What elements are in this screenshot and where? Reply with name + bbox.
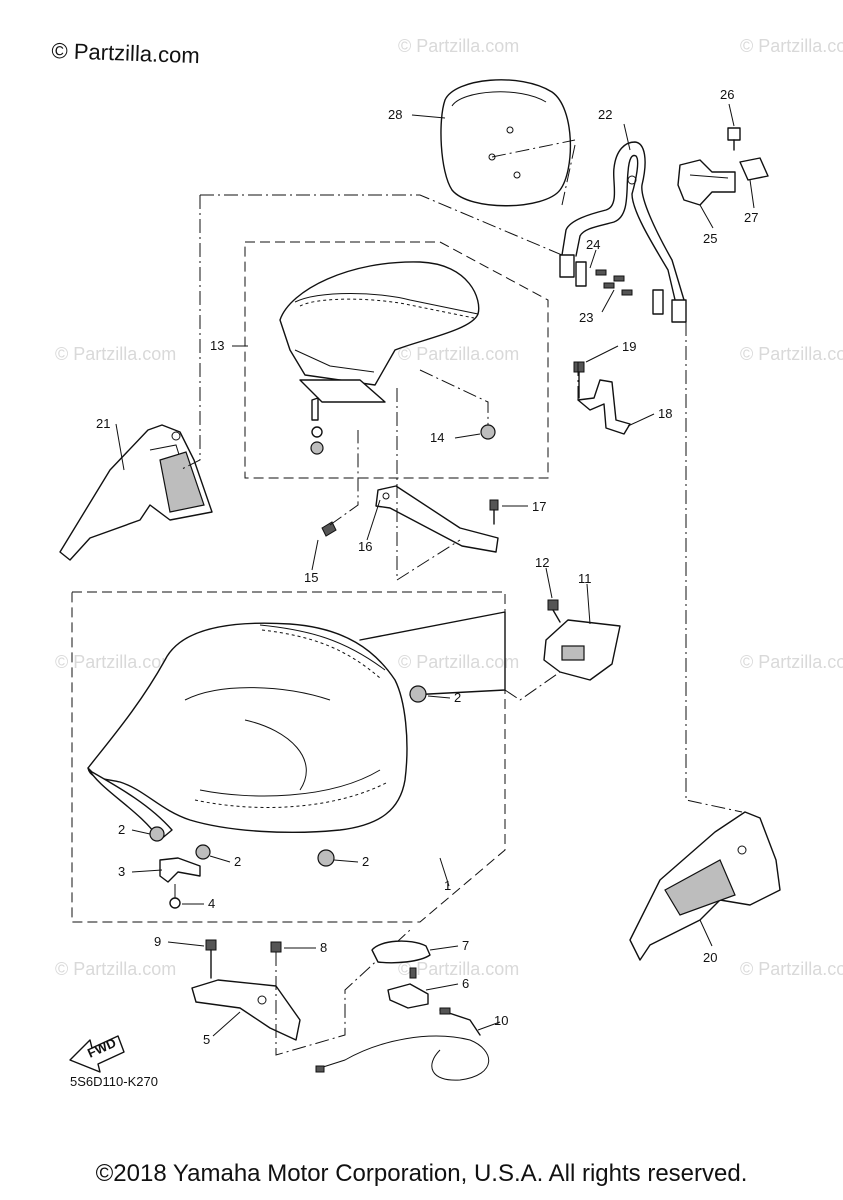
watermark: © Partzilla.com: [398, 959, 519, 979]
assembly-box-13: [244, 241, 549, 479]
callout-20: 20: [703, 950, 717, 965]
callout-15: 15: [304, 570, 318, 585]
callout-4: 4: [208, 896, 215, 911]
connection-lines: [179, 194, 743, 813]
diagram-code: 5S6D110-K270: [70, 1074, 158, 1089]
callout-23: 23: [579, 310, 593, 325]
callout-labels: 28 22 26 27 25 24 23 13 19 18 14 21 16 1…: [96, 87, 758, 1047]
side-cover-left: [59, 424, 213, 561]
fwd-arrow: FWD: [69, 1035, 125, 1073]
seat-lock-and-cable: [315, 940, 490, 1081]
callout-18: 18: [658, 406, 672, 421]
callout-17: 17: [532, 499, 546, 514]
callout-9: 9: [154, 934, 161, 949]
callout-2: 2: [454, 690, 461, 705]
watermark: © Partzilla.com: [55, 344, 176, 364]
watermark: © Partzilla.com: [740, 959, 843, 979]
callout-2: 2: [362, 854, 369, 869]
callout-27: 27: [744, 210, 758, 225]
callout-7: 7: [462, 938, 469, 953]
side-cover-right: [629, 811, 781, 961]
callout-3: 3: [118, 864, 125, 879]
assembly-box-1: [71, 591, 506, 923]
callout-11: 11: [578, 571, 592, 586]
callout-13: 13: [210, 338, 224, 353]
callout-28: 28: [388, 107, 402, 122]
callout-5: 5: [203, 1032, 210, 1047]
callout-8: 8: [320, 940, 327, 955]
seat-latch-plate: [543, 599, 621, 681]
seat-bracket: [321, 388, 499, 581]
callout-25: 25: [703, 231, 717, 246]
callout-leaders: [115, 103, 755, 1037]
callout-2: 2: [118, 822, 125, 837]
watermark: © Partzilla.com: [398, 36, 519, 56]
watermark: © Partzilla.com: [740, 344, 843, 364]
clamp-assembly: [677, 127, 769, 206]
watermarks: © Partzilla.com © Partzilla.com © Partzi…: [55, 36, 843, 979]
callout-24: 24: [586, 237, 600, 252]
rider-seat: [87, 611, 506, 841]
callout-26: 26: [720, 87, 734, 102]
rear-bracket: [573, 361, 631, 435]
callout-6: 6: [462, 976, 469, 991]
callout-16: 16: [358, 539, 372, 554]
callout-2: 2: [234, 854, 241, 869]
lock-bracket: [191, 929, 411, 1056]
callout-1: 1: [444, 878, 451, 893]
callout-21: 21: [96, 416, 110, 431]
watermark: © Partzilla.com: [398, 652, 519, 672]
footer-copyright: ©2018 Yamaha Motor Corporation, U.S.A. A…: [95, 1160, 748, 1187]
mount-plates-and-bolts: [575, 261, 664, 315]
callout-22: 22: [598, 107, 612, 122]
watermark: © Partzilla.com: [740, 36, 843, 56]
backrest-pad: [440, 79, 576, 207]
passenger-seat: [279, 261, 496, 455]
seat-dampers: [149, 685, 427, 909]
callout-14: 14: [430, 430, 444, 445]
watermark: © Partzilla.com: [55, 652, 176, 672]
watermark: © Partzilla.com: [398, 344, 519, 364]
callout-12: 12: [535, 555, 549, 570]
sissy-bar: [559, 141, 687, 323]
callout-10: 10: [494, 1013, 508, 1028]
watermark: © Partzilla.com: [740, 652, 843, 672]
watermark: © Partzilla.com: [55, 959, 176, 979]
callout-19: 19: [622, 339, 636, 354]
